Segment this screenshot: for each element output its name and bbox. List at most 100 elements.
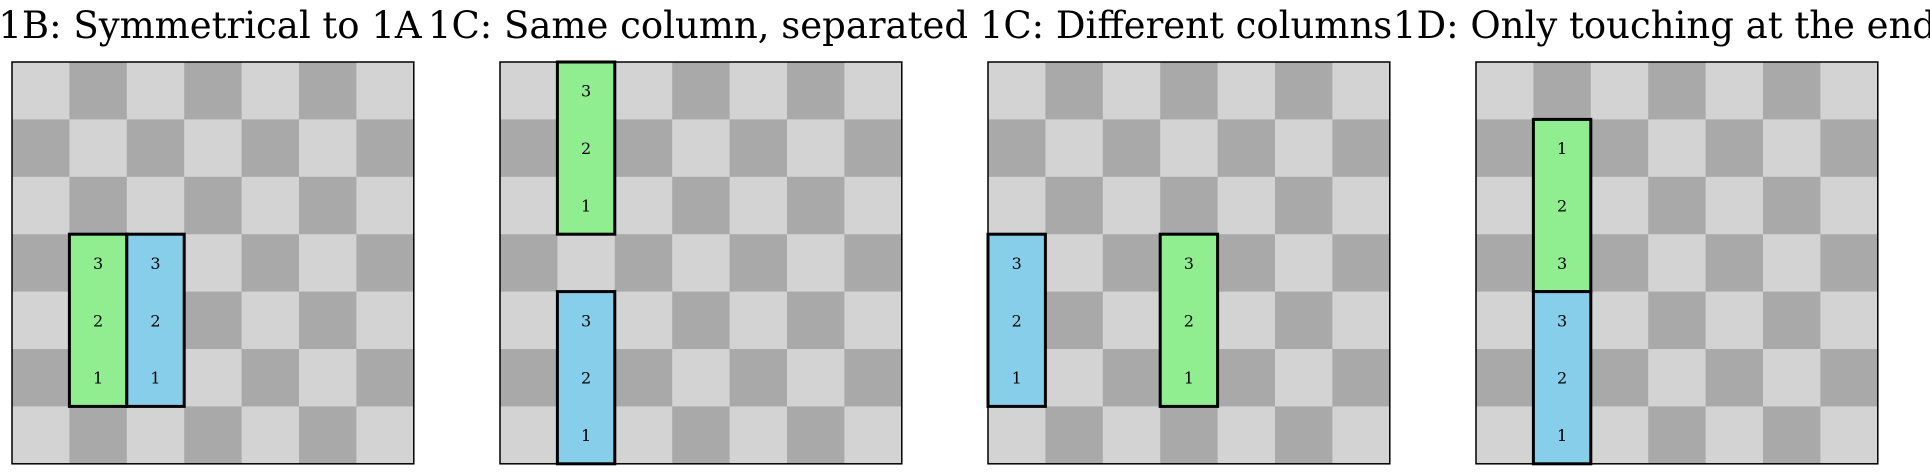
light-square (1217, 176, 1276, 235)
light-square (672, 349, 731, 407)
light-square (1102, 291, 1161, 350)
light-square (1705, 406, 1764, 465)
light-square (1160, 119, 1219, 178)
green-cell-label: 3 (1184, 254, 1194, 273)
panel-2-title: 1C: Same column, separated (428, 4, 968, 47)
light-square (356, 406, 415, 465)
light-square (988, 62, 1046, 120)
light-square (1590, 62, 1649, 120)
light-square (729, 62, 788, 120)
blue-piece: 321 (1531, 290, 1593, 466)
dark-square (1820, 234, 1879, 293)
dark-square (1763, 291, 1821, 350)
dark-square (500, 349, 558, 407)
dark-square (1533, 62, 1592, 120)
light-square (299, 234, 357, 293)
dark-square (1648, 176, 1707, 235)
dark-square (1332, 119, 1391, 178)
dark-square (844, 234, 903, 293)
light-square (184, 119, 243, 178)
light-square (1045, 234, 1104, 293)
blue-piece: 321 (125, 232, 186, 408)
light-square (241, 176, 300, 235)
light-square (557, 234, 616, 293)
green-cell-label: 1 (1557, 139, 1567, 158)
dark-square (126, 119, 185, 178)
light-square (844, 176, 903, 235)
board-frame (1475, 61, 1879, 465)
dark-square (500, 234, 558, 293)
green-cell-label: 2 (1184, 311, 1194, 330)
light-square (356, 291, 415, 350)
green-cell-label: 3 (1557, 254, 1567, 273)
blue-cell-label: 2 (150, 311, 160, 330)
light-square (988, 406, 1046, 465)
dark-square (787, 291, 845, 350)
dark-square (672, 62, 731, 120)
light-square (299, 119, 357, 178)
dark-square (1217, 119, 1276, 178)
panel-1-title: 1B: Symmetrical to 1A (0, 4, 423, 47)
light-square (1648, 349, 1707, 407)
green-cell-label: 1 (93, 369, 103, 388)
light-square (126, 406, 185, 465)
dark-square (1332, 234, 1391, 293)
dark-square (672, 406, 731, 465)
dark-square (1476, 119, 1534, 178)
dark-square (787, 406, 845, 465)
light-square (1476, 291, 1534, 350)
green-piece: 321 (1158, 232, 1220, 408)
blue-piece-body (555, 290, 617, 466)
light-square (614, 291, 673, 350)
light-square (1217, 62, 1276, 120)
light-square (1217, 291, 1276, 350)
dark-square (241, 234, 300, 293)
light-square (184, 234, 243, 293)
blue-cell-label: 3 (150, 254, 160, 273)
dark-square (1160, 176, 1219, 235)
dark-square (614, 119, 673, 178)
green-piece: 321 (67, 232, 129, 408)
light-square (12, 176, 70, 235)
blue-cell-label: 1 (1012, 369, 1022, 388)
dark-square (1476, 234, 1534, 293)
light-square (12, 406, 70, 465)
dark-square (1476, 349, 1534, 407)
dark-square (1275, 291, 1333, 350)
dark-square (12, 119, 70, 178)
light-square (1217, 406, 1276, 465)
blue-piece: 321 (986, 232, 1047, 408)
dark-square (672, 176, 731, 235)
dark-square (844, 119, 903, 178)
dark-square (787, 176, 845, 235)
dark-square (1705, 119, 1764, 178)
dark-square (988, 119, 1046, 178)
light-square (69, 119, 128, 178)
dark-square (184, 406, 243, 465)
light-square (241, 406, 300, 465)
dark-square (672, 291, 731, 350)
dark-square (1045, 176, 1104, 235)
light-square (1275, 234, 1333, 293)
dark-square (299, 406, 357, 465)
light-square (614, 62, 673, 120)
light-square (1820, 176, 1879, 235)
green-piece-body (1531, 117, 1593, 294)
light-square (1763, 234, 1821, 293)
dark-square (299, 62, 357, 120)
board-frame (11, 61, 415, 465)
blue-piece-body (986, 232, 1047, 408)
dark-square (1763, 62, 1821, 120)
light-square (844, 62, 903, 120)
blue-piece-body (1531, 290, 1593, 466)
light-square (1820, 291, 1879, 350)
light-square (1590, 406, 1649, 465)
green-cell-label: 3 (93, 254, 103, 273)
light-square (241, 62, 300, 120)
light-square (1332, 62, 1391, 120)
dark-square (614, 234, 673, 293)
dark-square (1590, 119, 1649, 178)
light-square (500, 176, 558, 235)
green-cell-label: 3 (581, 82, 591, 101)
light-square (126, 62, 185, 120)
